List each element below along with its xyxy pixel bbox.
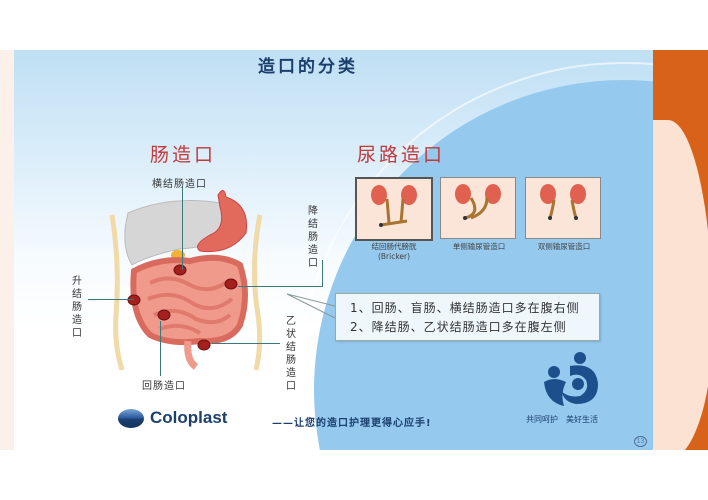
coloplast-globe-icon bbox=[118, 408, 144, 428]
callout-pointer bbox=[286, 293, 336, 319]
urinary-caption-unilateral: 单侧输尿管造口 bbox=[452, 242, 506, 251]
label-sigmoid: 乙状结肠造口 bbox=[286, 316, 296, 392]
right-decor-panel bbox=[653, 50, 708, 450]
leader-line-ascending bbox=[88, 299, 134, 300]
intestinal-heading: 肠造口 bbox=[150, 144, 217, 166]
label-descending: 降结肠造口 bbox=[308, 206, 318, 269]
note-line-2: 2、降结肠、乙状结肠造口多在腹左侧 bbox=[350, 320, 567, 334]
kidney-bilateral-icon bbox=[540, 184, 586, 220]
label-ileum: 回肠造口 bbox=[142, 381, 186, 392]
kidney-ileal-conduit-icon bbox=[371, 185, 417, 227]
leader-line-descending-h bbox=[238, 286, 323, 287]
urinary-caption-bilateral: 双侧输尿管造口 bbox=[537, 242, 591, 251]
page-title: 造口的分类 bbox=[258, 57, 358, 77]
coloplast-logo: Coloplast bbox=[118, 408, 227, 428]
urinary-image-unilateral bbox=[440, 177, 516, 239]
page-number: 13 bbox=[634, 436, 647, 447]
decorative-cream-wave bbox=[653, 120, 708, 450]
care-caption: 共同呵护 美好生活 bbox=[526, 415, 598, 424]
kidney-unilateral-icon bbox=[455, 184, 501, 220]
digestive-anatomy-illustration bbox=[109, 190, 263, 370]
note-callout: 1、回肠、盲肠、横结肠造口多在腹右侧 2、降结肠、乙状结肠造口多在腹左侧 bbox=[335, 293, 600, 341]
label-ascending: 升结肠造口 bbox=[72, 276, 82, 339]
urinary-caption-bricker: 结回肠代膀胱 (Bricker) bbox=[371, 242, 417, 261]
note-line-1: 1、回肠、盲肠、横结肠造口多在腹右侧 bbox=[350, 301, 580, 315]
leader-line-transverse bbox=[182, 187, 183, 270]
slogan: ——让您的造口护理更得心应手! bbox=[272, 418, 432, 429]
care-family-icon bbox=[544, 352, 598, 406]
urinary-image-bricker bbox=[355, 177, 433, 241]
left-margin-strip bbox=[0, 50, 14, 450]
leader-line-sigmoid bbox=[212, 343, 280, 344]
leader-line-descending-v bbox=[322, 260, 323, 286]
label-transverse: 横结肠造口 bbox=[152, 179, 207, 190]
urinary-image-bilateral bbox=[525, 177, 601, 239]
leader-line-ileum bbox=[160, 321, 161, 376]
brand-name: Coloplast bbox=[150, 408, 228, 427]
urinary-heading: 尿路造口 bbox=[357, 144, 446, 166]
